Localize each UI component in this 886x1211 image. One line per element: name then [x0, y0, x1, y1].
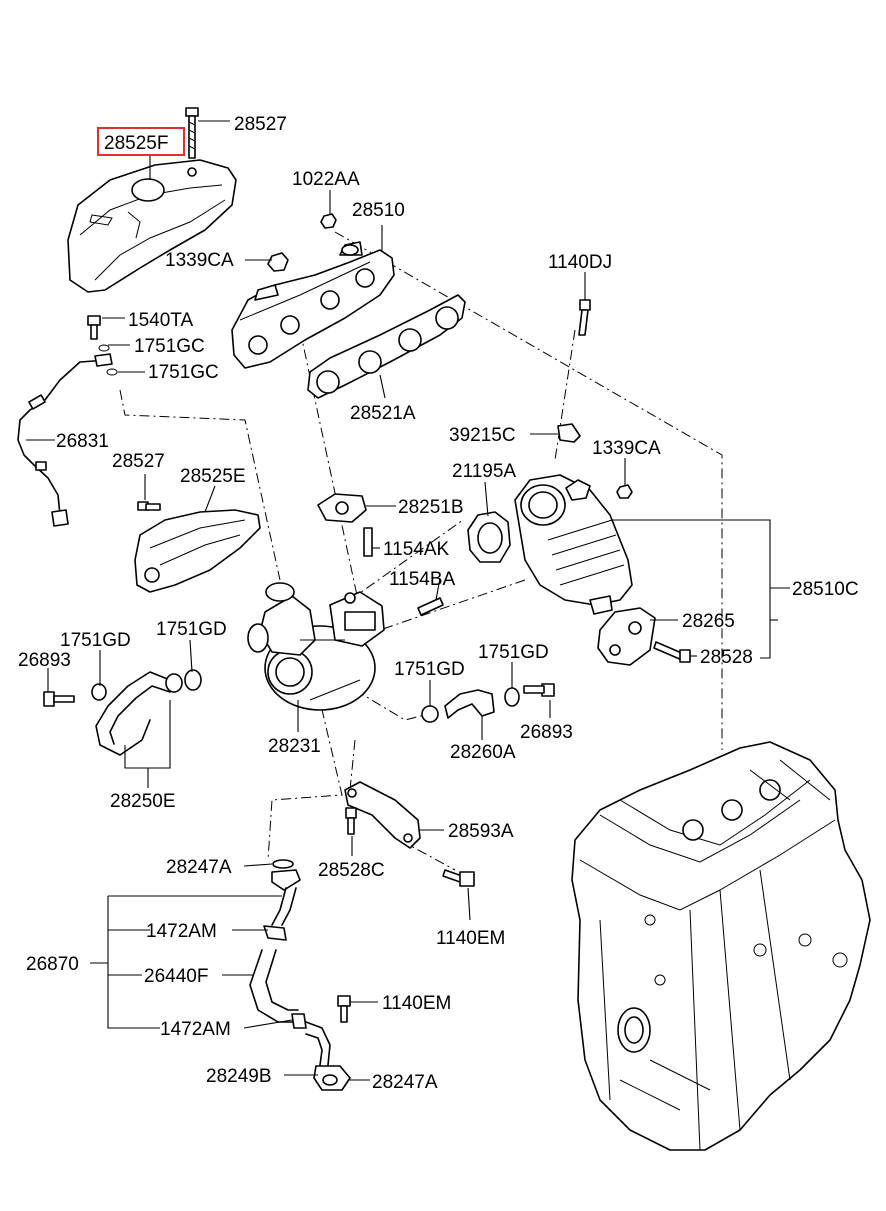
stud-1154AK: [363, 527, 373, 557]
label-1154AK[interactable]: 1154AK: [383, 539, 450, 560]
label-1472AM-a[interactable]: 1472AM: [146, 921, 217, 942]
label-28525F[interactable]: 28525F: [104, 133, 168, 154]
label-28521A[interactable]: 28521A: [350, 403, 416, 424]
label-1154BA[interactable]: 1154BA: [389, 569, 456, 590]
bolt-1140EM-mid: [442, 869, 475, 887]
label-39215C[interactable]: 39215C: [449, 425, 516, 446]
label-28528[interactable]: 28528: [700, 647, 753, 668]
turbocharger: [247, 582, 385, 711]
catalyst-gasket: [467, 511, 511, 563]
label-1339CA-left[interactable]: 1339CA: [165, 250, 234, 271]
nut-1022AA: [320, 213, 337, 229]
highlight-box: [97, 127, 185, 156]
label-1339CA-right[interactable]: 1339CA: [592, 438, 661, 459]
nut-1339CA-right: [616, 484, 633, 499]
label-1140DJ[interactable]: 1140DJ: [548, 252, 612, 273]
label-28231[interactable]: 28231: [268, 736, 321, 757]
label-28247A-top[interactable]: 28247A: [166, 857, 232, 878]
label-28247A-bottom[interactable]: 28247A: [372, 1072, 438, 1093]
exhaust-manifold: [231, 241, 395, 369]
label-1751GD-a[interactable]: 1751GD: [60, 630, 131, 651]
heat-protector-lower: [134, 501, 261, 593]
turbo-support-bracket: [344, 781, 421, 849]
stud-1154BA: [417, 597, 444, 616]
label-1540TA[interactable]: 1540TA: [128, 310, 193, 331]
label-26440F[interactable]: 26440F: [144, 966, 208, 987]
label-1751GC-a[interactable]: 1751GC: [134, 336, 205, 357]
label-28510[interactable]: 28510: [352, 200, 405, 221]
water-pipe-assembly: [249, 859, 351, 1091]
turbo-gasket: [317, 493, 367, 523]
bracket-28265: [597, 607, 656, 666]
label-26870[interactable]: 26870: [26, 954, 79, 975]
part-labels: 28525F 28527 1022AA 28510 1339CA 1140DJ …: [18, 114, 859, 1093]
label-1751GC-b[interactable]: 1751GC: [148, 362, 219, 383]
label-1022AA[interactable]: 1022AA: [292, 169, 360, 190]
label-28250E[interactable]: 28250E: [110, 791, 176, 812]
label-26893-right[interactable]: 26893: [520, 722, 573, 743]
label-28527-top[interactable]: 28527: [234, 114, 287, 135]
label-1751GD-d[interactable]: 1751GD: [478, 642, 549, 663]
label-28251B[interactable]: 28251B: [398, 497, 464, 518]
bolt-28528: [653, 641, 691, 663]
label-28265[interactable]: 28265: [682, 611, 735, 632]
nut-1339CA-left: [267, 252, 289, 272]
label-28527-mid[interactable]: 28527: [112, 451, 165, 472]
label-26831[interactable]: 26831: [56, 431, 109, 452]
oil-feed-pipe: [421, 683, 555, 723]
label-28593A[interactable]: 28593A: [448, 821, 514, 842]
engine-block: [571, 741, 871, 1151]
bolt-28527-top: [185, 107, 199, 159]
label-26893-left[interactable]: 26893: [18, 650, 71, 671]
label-1472AM-b[interactable]: 1472AM: [160, 1019, 231, 1040]
label-28510C[interactable]: 28510C: [792, 579, 859, 600]
bolt-1140DJ: [578, 299, 591, 336]
label-1140EM-mid[interactable]: 1140EM: [436, 928, 505, 949]
label-1140EM-low[interactable]: 1140EM: [382, 993, 451, 1014]
label-1751GD-c[interactable]: 1751GD: [394, 659, 465, 680]
catalytic-converter: [514, 474, 633, 615]
heat-protector-upper: [67, 159, 237, 293]
manifold-gasket: [307, 294, 466, 399]
leader-lines: [26, 120, 790, 1081]
clip-39215C: [557, 423, 581, 443]
label-28525E[interactable]: 28525E: [180, 466, 246, 487]
label-21195A[interactable]: 21195A: [452, 461, 516, 482]
label-1751GD-b[interactable]: 1751GD: [156, 619, 227, 640]
oxygen-sensor: [17, 315, 118, 527]
label-28528C[interactable]: 28528C: [318, 860, 385, 881]
oil-return-hose: [43, 669, 202, 756]
label-28249B[interactable]: 28249B: [206, 1066, 272, 1087]
label-28260A[interactable]: 28260A: [450, 742, 516, 763]
